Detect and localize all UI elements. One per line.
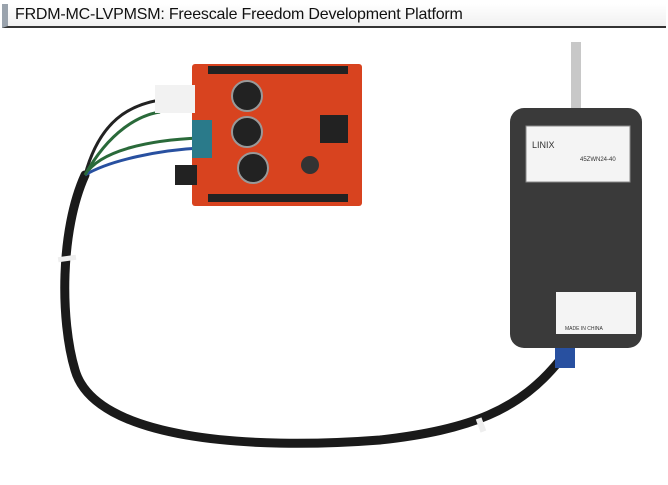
figure-title: FRDM-MC-LVPMSM: Freescale Freedom Develo…: [15, 6, 463, 23]
motor: LINIX 45ZWN24-40 MADE IN CHINA: [510, 42, 642, 368]
driver-board: [155, 64, 362, 206]
wire: [83, 98, 161, 176]
wire: [83, 110, 161, 176]
motor-cable: [60, 170, 565, 448]
figure-header: FRDM-MC-LVPMSM: Freescale Freedom Develo…: [2, 4, 666, 28]
wire: [84, 146, 201, 177]
motor-label-brand: LINIX: [532, 140, 555, 150]
motor-label-origin: MADE IN CHINA: [565, 326, 603, 332]
motor-label-model: 45ZWN24-40: [580, 157, 616, 163]
product-photo: LINIX 45ZWN24-40 MADE IN CHINA: [57, 42, 642, 448]
cable-tie: [475, 417, 487, 433]
cable-tie: [57, 254, 77, 263]
wire: [83, 136, 201, 176]
